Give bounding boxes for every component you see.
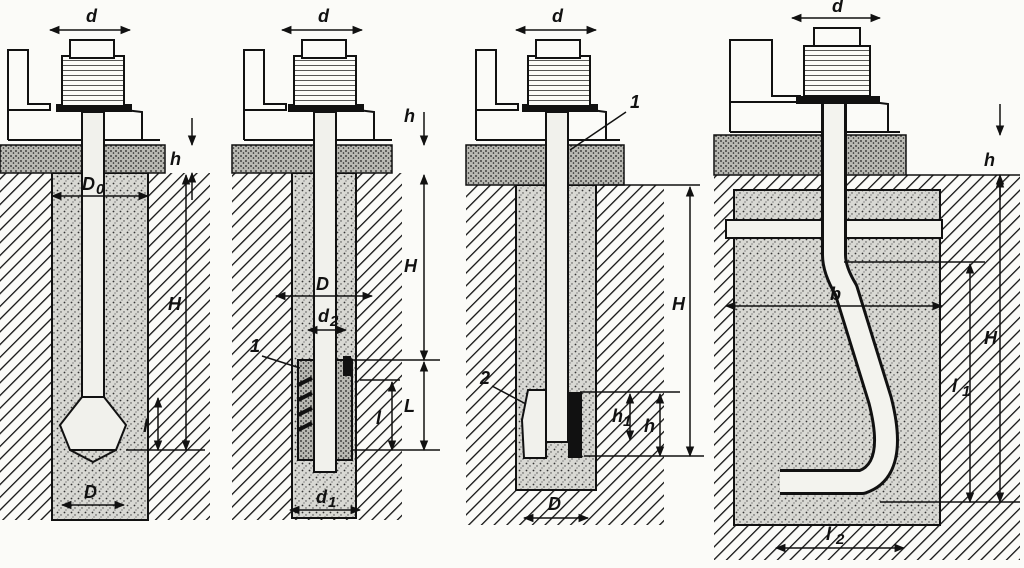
label-b-d: b — [830, 284, 841, 304]
nut-b — [293, 55, 357, 107]
bent-bolt-d — [780, 104, 896, 492]
bolt-c — [545, 111, 569, 443]
washer-c — [522, 104, 598, 112]
label-H-a: H — [168, 294, 182, 314]
bolt-a — [81, 111, 105, 398]
label-d-b: d — [318, 6, 330, 26]
label-d1-sub-b: 1 — [328, 494, 336, 511]
label-h1-c: h — [612, 406, 623, 426]
label-D-b: D — [316, 274, 329, 294]
label-H-d: H — [984, 328, 998, 348]
washer-d — [796, 96, 880, 104]
label-d-d: d — [832, 0, 844, 16]
label-H-b: H — [404, 256, 418, 276]
panel-c: d 1 H 2 h 1 h D — [465, 6, 704, 525]
grout-layer-b — [231, 144, 393, 174]
label-h-c: h — [644, 416, 655, 436]
label-h-b: h — [404, 106, 415, 126]
label-D0-sub-a: 0 — [96, 181, 105, 198]
label-D-a: D — [84, 482, 97, 502]
washer-b — [288, 104, 364, 112]
label-l1-d: l — [952, 376, 958, 396]
label-d1-b: d — [316, 487, 328, 507]
label-l1-sub-d: 1 — [962, 383, 970, 400]
label-d2-sub-b: 2 — [329, 313, 339, 330]
label-h1-sub-c: 1 — [623, 413, 631, 430]
panel-a: d D 0 h H l D — [0, 6, 210, 521]
grout-layer-d — [713, 134, 907, 176]
label-part1-c: 1 — [630, 92, 640, 112]
label-l2-d: l — [826, 524, 832, 544]
wedge-anchor-c — [520, 389, 547, 459]
label-H-c: H — [672, 294, 686, 314]
panel-b: d h H D d 2 1 L l d 1 — [231, 6, 440, 520]
label-l-a: l — [143, 416, 149, 436]
label-D0-a: D — [82, 174, 95, 194]
label-h-a: h — [170, 149, 181, 169]
label-d-c: d — [552, 6, 564, 26]
base-plate-d — [729, 39, 801, 132]
label-part2-c: 2 — [479, 368, 490, 388]
base-plate-a — [7, 49, 51, 140]
nut-c — [527, 55, 591, 107]
washer-a — [56, 104, 132, 112]
label-l-b: l — [376, 408, 382, 428]
nut-a — [61, 55, 125, 107]
label-d2-b: d — [318, 306, 330, 326]
label-D-c: D — [548, 494, 561, 514]
label-d-a: d — [86, 6, 98, 26]
base-plate-c — [475, 49, 519, 140]
base-plate-b — [243, 49, 287, 140]
label-part1-b: 1 — [250, 336, 260, 356]
label-L-b: L — [404, 396, 415, 416]
label-h-d: h — [984, 150, 995, 170]
label-l2-sub-d: 2 — [835, 531, 845, 548]
panel-d: d h H b l 1 l 2 — [713, 0, 1020, 560]
nut-d — [803, 45, 871, 97]
